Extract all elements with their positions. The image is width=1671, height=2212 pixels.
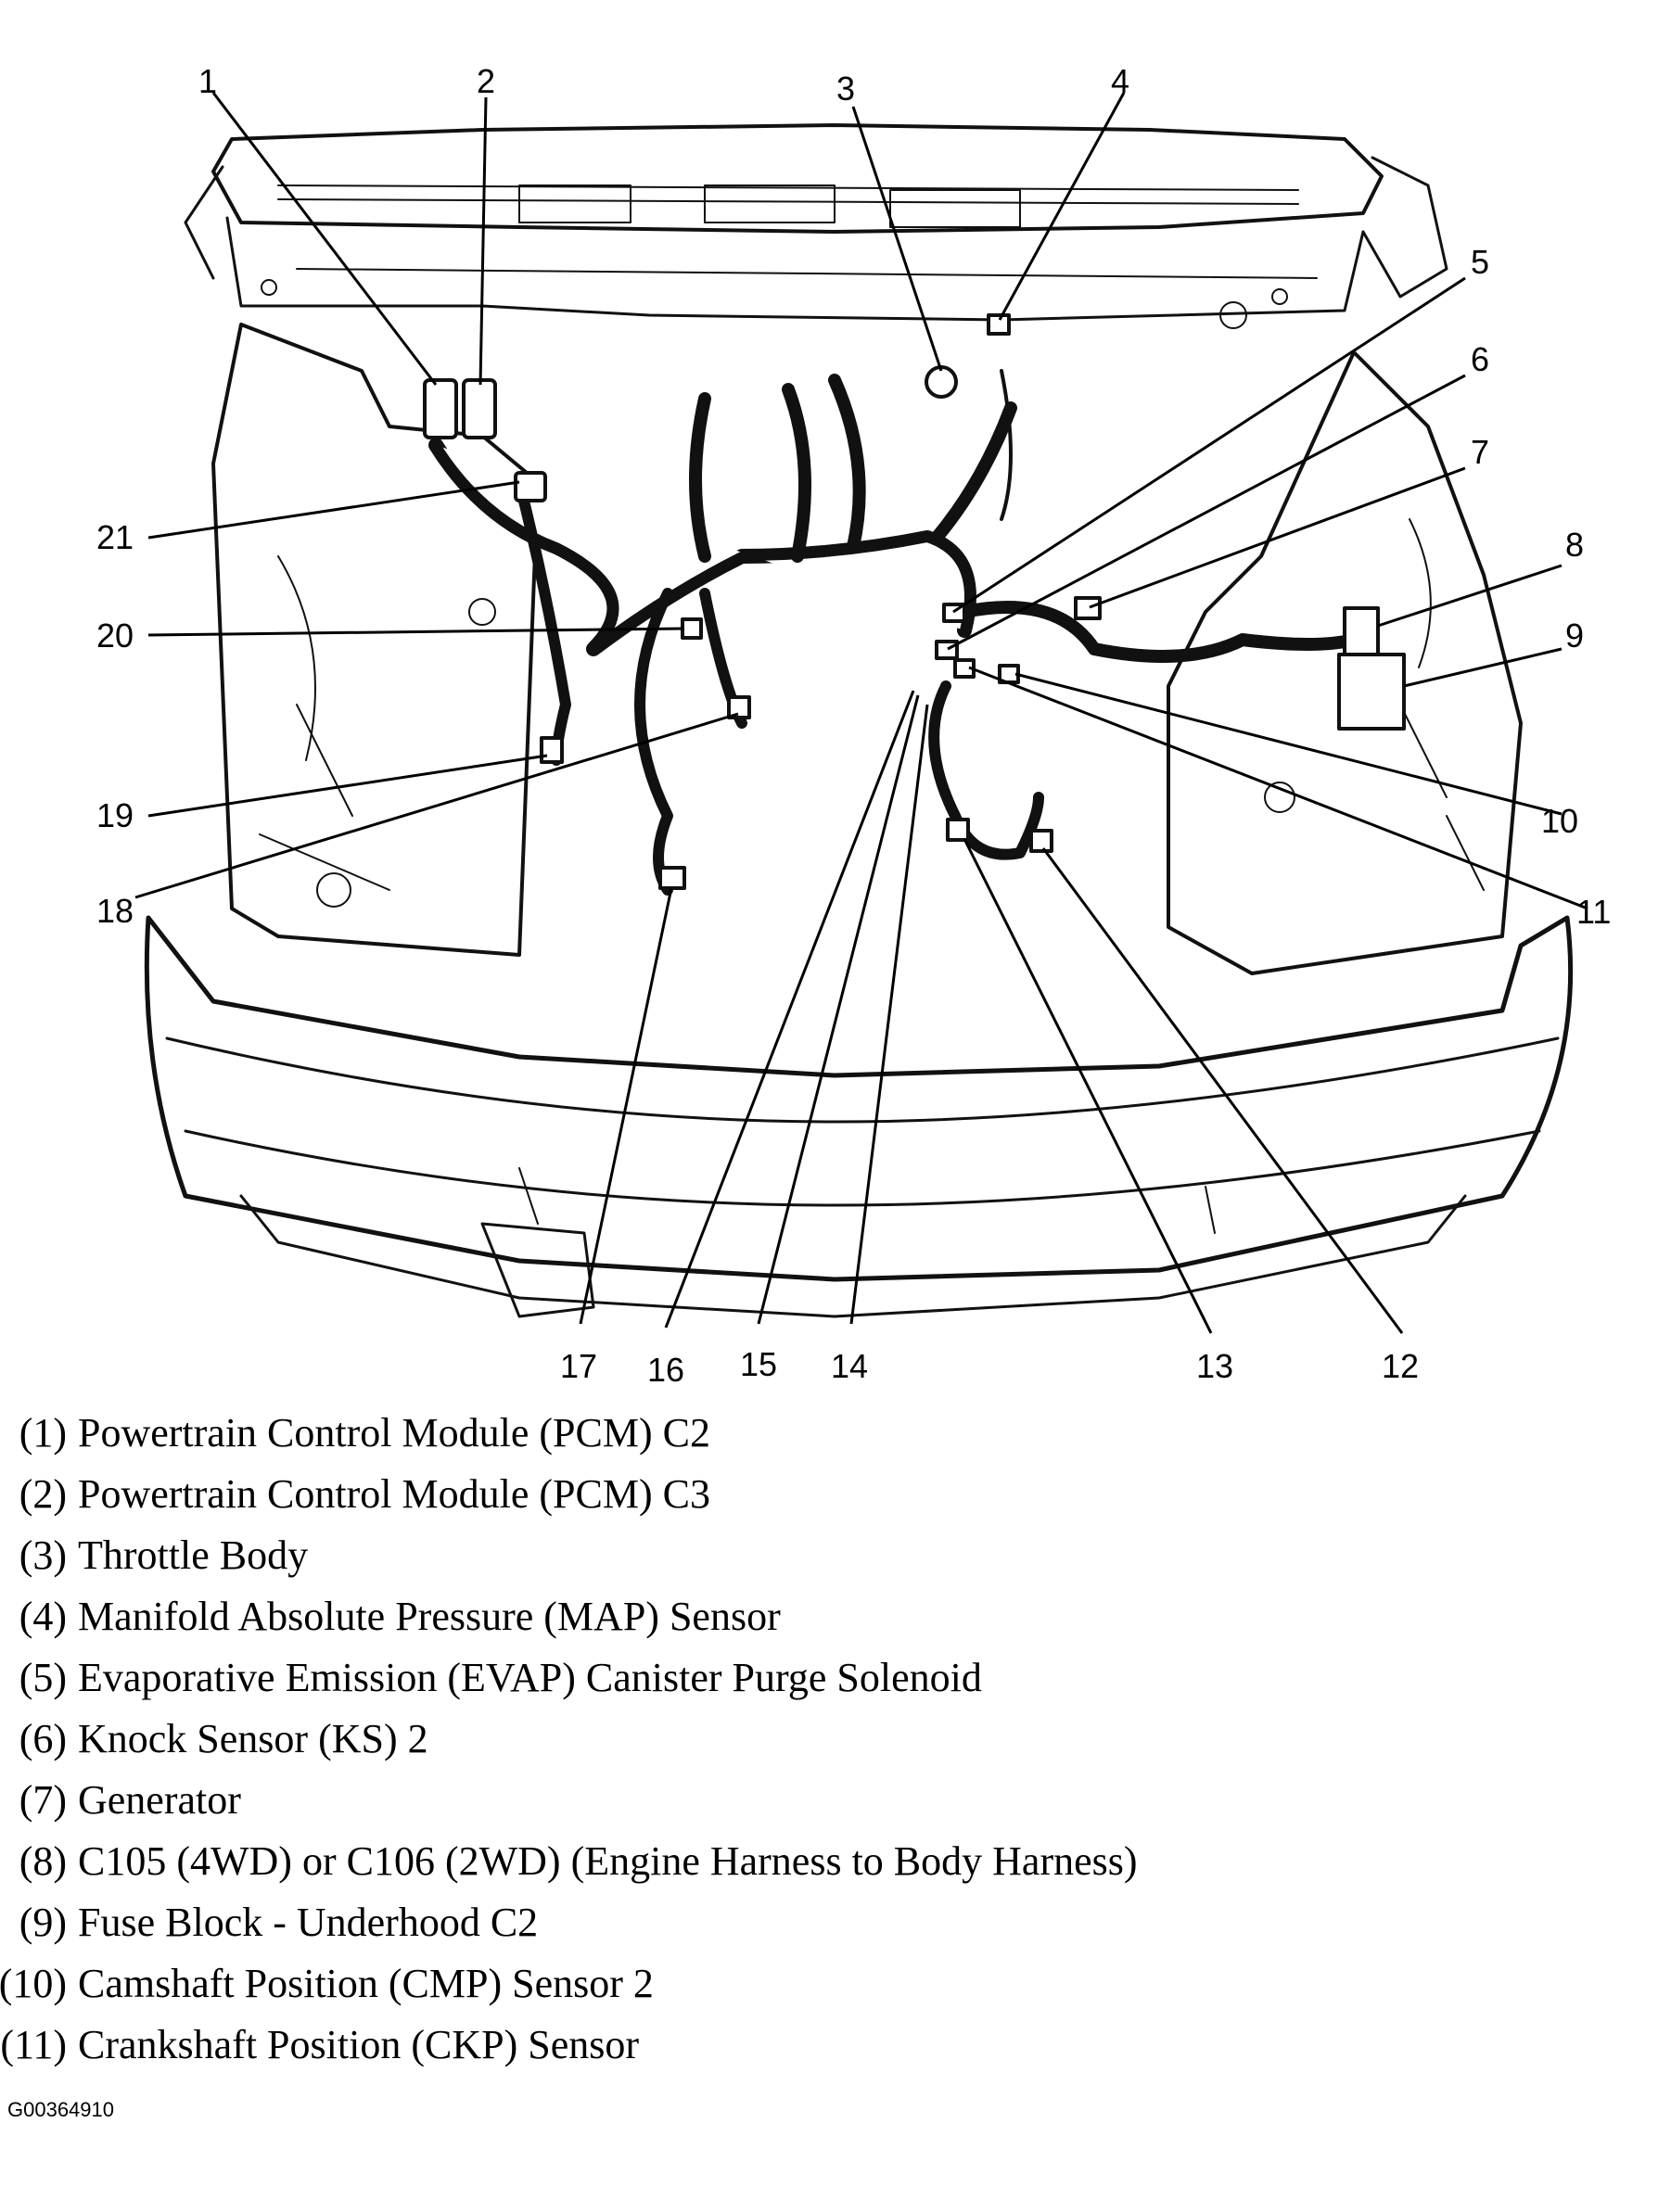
ks2-connector — [935, 640, 959, 660]
front-bumper — [144, 915, 1574, 1318]
callout-19: 19 — [96, 796, 134, 834]
callout-6: 6 — [1471, 340, 1489, 378]
callout-11: 11 — [1576, 893, 1611, 931]
pcm-c2-connector — [423, 378, 458, 439]
callout-10: 10 — [1541, 802, 1578, 840]
throttle-body-connector — [925, 365, 958, 399]
connector-20 — [681, 617, 703, 640]
map-sensor-connector — [987, 313, 1011, 336]
generator-connector — [1074, 596, 1102, 620]
callout-14: 14 — [831, 1347, 868, 1385]
callout-3: 3 — [836, 70, 855, 108]
callout-1: 1 — [198, 62, 217, 100]
radiator-support — [184, 123, 1448, 329]
left-fender-well — [211, 323, 540, 957]
legend-item-10: (10)Camshaft Position (CMP) Sensor 2 — [0, 1961, 654, 2006]
callout-8: 8 — [1565, 526, 1584, 564]
callout-7: 7 — [1471, 433, 1489, 471]
callout-13: 13 — [1196, 1347, 1233, 1385]
callout-4: 4 — [1111, 62, 1129, 100]
connector-12 — [1029, 829, 1053, 853]
callout-16: 16 — [647, 1351, 684, 1389]
figure-id: G00364910 — [7, 2098, 114, 2121]
legend-item-11: (11)Crankshaft Position (CKP) Sensor — [0, 2022, 639, 2067]
connector-18 — [727, 695, 751, 719]
legend-item-7: (7)Generator — [19, 1777, 241, 1823]
c105-connector — [1343, 606, 1380, 656]
legend-item-9: (9)Fuse Block - Underhood C2 — [19, 1900, 539, 1945]
callout-5: 5 — [1471, 243, 1489, 281]
legend-item-8: (8)C105 (4WD) or C106 (2WD) (Engine Harn… — [19, 1838, 1138, 1884]
legend-item-6: (6)Knock Sensor (KS) 2 — [19, 1716, 428, 1761]
callout-20: 20 — [96, 617, 134, 655]
callout-12: 12 — [1382, 1347, 1419, 1385]
legend-item-2: (2)Powertrain Control Module (PCM) C3 — [19, 1471, 710, 1517]
engine-harness-diagram: 1 2 3 4 5 6 7 8 9 10 11 12 13 14 15 16 1… — [96, 62, 1611, 1389]
fuse-block — [1337, 653, 1406, 731]
legend-item-4: (4)Manifold Absolute Pressure (MAP) Sens… — [19, 1594, 781, 1639]
connector-21 — [514, 471, 547, 502]
legend-item-1: (1)Powertrain Control Module (PCM) C2 — [19, 1410, 710, 1456]
callout-2: 2 — [477, 62, 495, 100]
connector-13 — [946, 818, 970, 842]
connectors — [423, 313, 1406, 890]
connector-19 — [540, 736, 564, 764]
callout-labels: 1 2 3 4 5 6 7 8 9 10 11 12 13 14 15 16 1… — [96, 62, 1611, 1389]
callout-18: 18 — [96, 892, 134, 930]
legend-item-5: (5)Evaporative Emission (EVAP) Canister … — [19, 1655, 982, 1700]
pcm-c3-connector — [462, 378, 497, 439]
legend-item-3: (3)Throttle Body — [19, 1532, 309, 1578]
callout-17: 17 — [560, 1347, 597, 1385]
callout-9: 9 — [1565, 617, 1584, 655]
connector-17 — [658, 866, 686, 890]
leader-lines — [134, 92, 1588, 1334]
callout-15: 15 — [740, 1345, 777, 1383]
callout-21: 21 — [96, 518, 134, 556]
